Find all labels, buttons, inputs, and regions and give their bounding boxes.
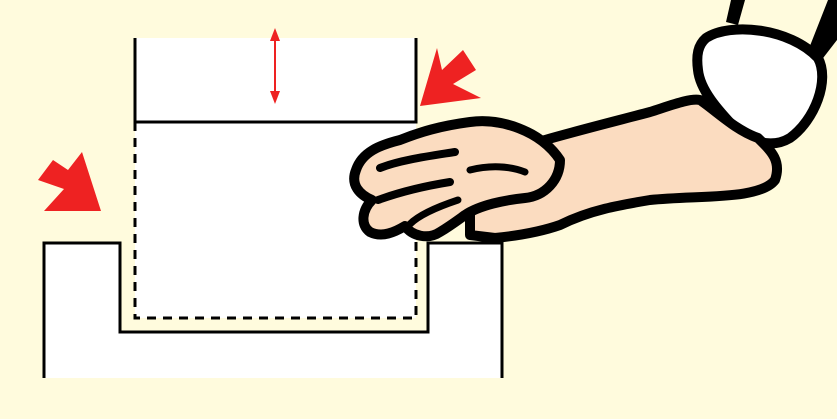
force-arrow-right: [420, 48, 481, 106]
finger-crease-2: [374, 178, 454, 204]
hand: [349, 116, 565, 242]
thumb-line: [466, 163, 529, 176]
sleeve-cuff: [692, 24, 828, 149]
vertical-motion-arrow: [270, 28, 280, 104]
finger-crease-3: [406, 196, 462, 228]
hand-and-arm: [349, 0, 837, 243]
force-arrow-left: [38, 152, 101, 211]
finger-crease-1: [376, 148, 459, 172]
receiving-socket: [42, 241, 504, 378]
arm: [465, 94, 782, 243]
